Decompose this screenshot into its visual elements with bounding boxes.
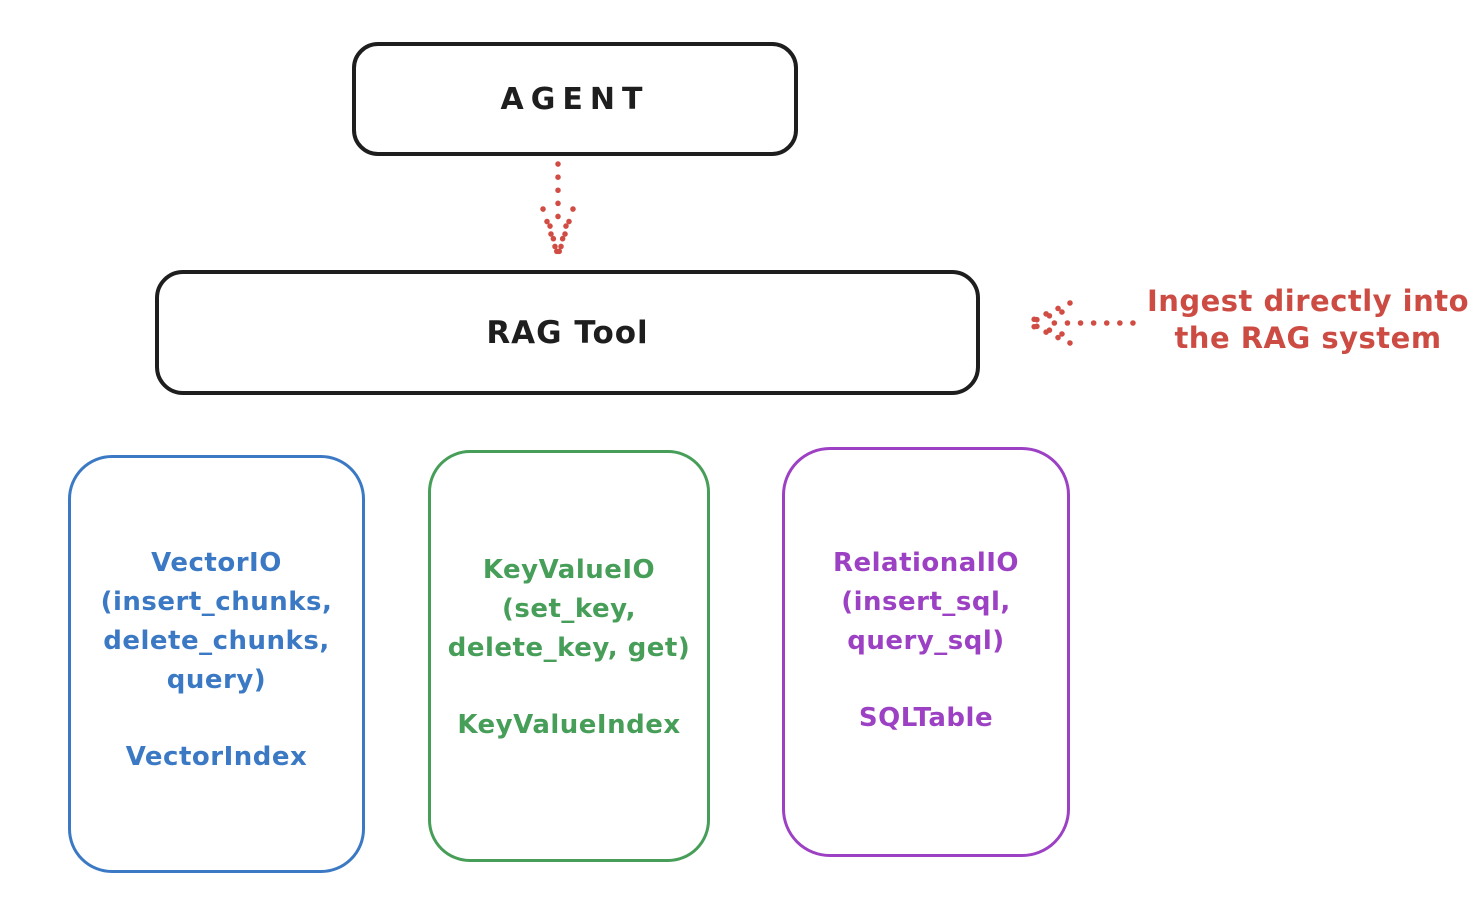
dotted-arrow-left-icon bbox=[1018, 295, 1138, 351]
keyvalue-io-title: KeyValueIO bbox=[482, 555, 656, 585]
rag-tool-box-label: RAG Tool bbox=[486, 314, 649, 351]
vector-io-title: VectorIO bbox=[151, 548, 282, 578]
keyvalue-io-methods-line2: delete_key, get) bbox=[447, 633, 691, 663]
agent-box-label: AGENT bbox=[500, 81, 650, 117]
ingest-annotation: Ingest directly into the RAG system bbox=[1132, 283, 1484, 357]
rag-tool-box: RAG Tool bbox=[155, 270, 980, 395]
relational-io-methods-line2: query_sql) bbox=[847, 626, 1005, 656]
vector-io-methods-line2: delete_chunks, bbox=[103, 626, 330, 656]
agent-box: AGENT bbox=[352, 42, 798, 156]
relational-io-table-label: SQLTable bbox=[858, 703, 994, 733]
ingest-annotation-line2: the RAG system bbox=[1174, 321, 1442, 355]
dotted-arrow-down-icon bbox=[538, 160, 578, 265]
vector-io-box: VectorIO (insert_chunks, delete_chunks, … bbox=[68, 455, 365, 873]
keyvalue-io-box: KeyValueIO (set_key, delete_key, get) Ke… bbox=[428, 450, 710, 862]
relational-io-methods-line1: (insert_sql, bbox=[841, 587, 1011, 617]
ingest-annotation-line1: Ingest directly into bbox=[1146, 284, 1470, 318]
keyvalue-io-index-label: KeyValueIndex bbox=[457, 710, 681, 740]
relational-io-box: RelationalIO (insert_sql, query_sql) SQL… bbox=[782, 447, 1070, 857]
vector-io-index-label: VectorIndex bbox=[125, 742, 308, 772]
relational-io-title: RelationalIO bbox=[832, 548, 1020, 578]
vector-io-methods-line3: query) bbox=[166, 665, 267, 695]
keyvalue-io-methods-line1: (set_key, bbox=[502, 594, 636, 624]
vector-io-methods-line1: (insert_chunks, bbox=[100, 587, 333, 617]
